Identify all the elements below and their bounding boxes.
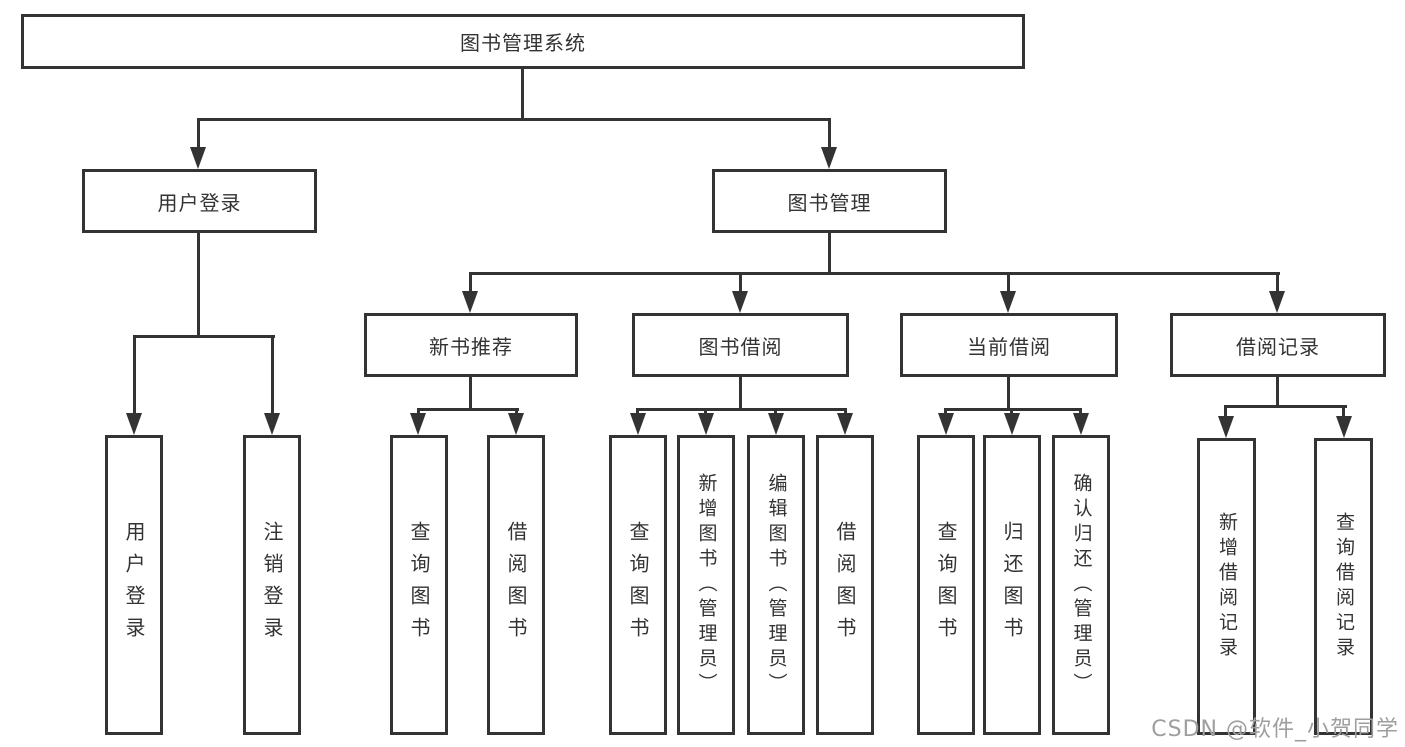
arrow-to-leaf-query-book-current [938, 413, 954, 435]
connector-stem-leaf [844, 408, 847, 416]
arrow-to-leaf-logout [264, 413, 280, 435]
leaf-label: 新增借阅记录 [1216, 511, 1238, 662]
node-label: 借阅记录 [1236, 334, 1320, 359]
arrow-to-current-borrow [1000, 291, 1016, 313]
leaf-label: 编辑图书（管理员） [765, 472, 788, 698]
connector-user-login-hline [133, 335, 275, 338]
leaf-label: 查询图书 [934, 521, 958, 649]
connector-stem-leaf [271, 335, 274, 414]
arrow-to-leaf-user-login [126, 413, 142, 435]
arrow-to-leaf-edit-book-admin [768, 413, 784, 435]
leaf-label: 注销登录 [260, 521, 284, 649]
connector-stem-leaf [1010, 408, 1013, 416]
leaf-label: 归还图书 [1000, 521, 1024, 649]
arrow-to-borrow-record [1269, 291, 1285, 313]
node-label: 当前借阅 [967, 334, 1051, 359]
connector-stem-borrow-record [1276, 272, 1279, 292]
node-user-login: 用户登录 [82, 169, 317, 233]
connector-stem-book-management [828, 118, 831, 151]
node-root: 图书管理系统 [21, 14, 1025, 69]
node-book-borrow: 图书借阅 [632, 313, 849, 377]
arrow-to-user-login [190, 147, 206, 169]
leaf-label: 借阅图书 [504, 521, 528, 649]
connector-stem-leaf [1079, 408, 1082, 416]
leaf-return-book: 归还图书 [983, 435, 1041, 735]
connector-current-borrow-hline [944, 408, 1082, 411]
arrow-to-book-management [821, 147, 837, 169]
connector-book-borrow-hline [636, 408, 847, 411]
leaf-label: 查询借阅记录 [1333, 511, 1355, 662]
connector-stem-leaf [636, 408, 639, 416]
connector-borrow-record-stem [1276, 377, 1279, 406]
leaf-add-book-admin: 新增图书（管理员） [677, 435, 735, 735]
node-label: 用户登录 [157, 190, 242, 215]
arrow-to-leaf-borrow-book-recommend [508, 413, 524, 435]
node-label: 图书管理 [787, 190, 872, 215]
leaf-add-borrow-record: 新增借阅记录 [1197, 438, 1256, 735]
arrow-to-new-book-recommend [462, 291, 478, 313]
connector-user-login-stem [197, 233, 200, 335]
node-root-label: 图书管理系统 [460, 31, 586, 55]
leaf-logout: 注销登录 [243, 435, 301, 735]
leaf-edit-book-admin: 编辑图书（管理员） [747, 435, 805, 735]
arrow-to-leaf-add-book-admin [698, 413, 714, 435]
connector-stem-new-book [469, 272, 472, 292]
connector-stem-book-borrow [739, 272, 742, 292]
connector-current-borrow-stem [1007, 377, 1010, 409]
node-label: 新书推荐 [429, 334, 513, 359]
arrow-to-leaf-query-book-recommend [410, 413, 426, 435]
watermark: CSDN @软件_小贺同学 [1151, 717, 1399, 742]
leaf-label: 借阅图书 [833, 521, 857, 649]
node-new-book-recommend: 新书推荐 [364, 313, 578, 377]
leaf-label: 新增图书（管理员） [695, 472, 718, 698]
node-borrow-record: 借阅记录 [1170, 313, 1386, 377]
connector-stem-leaf [417, 408, 420, 416]
connector-new-book-stem [469, 377, 472, 409]
arrow-to-leaf-confirm-return-admin [1073, 413, 1089, 435]
connector-borrow-record-hline [1224, 405, 1347, 408]
arrow-to-leaf-query-book-borrow [630, 413, 646, 435]
arrow-to-leaf-borrow-book [837, 413, 853, 435]
connector-book-management-stem [828, 233, 831, 274]
node-current-borrow: 当前借阅 [900, 313, 1118, 377]
leaf-label: 查询图书 [626, 521, 650, 649]
connector-root-hline [197, 118, 831, 121]
leaf-query-borrow-record: 查询借阅记录 [1314, 438, 1373, 735]
leaf-label: 确认归还（管理员） [1070, 472, 1093, 698]
connector-book-management-hline [469, 272, 1280, 275]
leaf-label: 用户登录 [122, 521, 146, 649]
connector-stem-current-borrow [1007, 272, 1010, 292]
connector-stem-leaf [133, 335, 136, 414]
leaf-borrow-book: 借阅图书 [816, 435, 874, 735]
arrow-to-book-borrow [732, 291, 748, 313]
connector-book-borrow-stem [739, 377, 742, 409]
connector-root-stem [521, 69, 524, 118]
connector-stem-user-login [197, 118, 200, 151]
leaf-user-login: 用户登录 [105, 435, 163, 735]
leaf-query-book-borrow: 查询图书 [609, 435, 667, 735]
connector-stem-leaf [1342, 405, 1345, 416]
arrow-to-leaf-add-borrow-record [1218, 416, 1234, 438]
leaf-confirm-return-admin: 确认归还（管理员） [1052, 435, 1110, 735]
connector-stem-leaf [704, 408, 707, 416]
connector-stem-leaf [1224, 405, 1227, 416]
arrow-to-leaf-query-borrow-record [1336, 416, 1352, 438]
connector-stem-leaf [944, 408, 947, 416]
leaf-query-book-recommend: 查询图书 [390, 435, 448, 735]
node-book-management: 图书管理 [712, 169, 947, 233]
connector-new-book-hline [417, 408, 519, 411]
leaf-borrow-book-recommend: 借阅图书 [487, 435, 545, 735]
leaf-query-book-current: 查询图书 [917, 435, 975, 735]
connector-stem-leaf [774, 408, 777, 416]
leaf-label: 查询图书 [407, 521, 431, 649]
connector-stem-leaf [515, 408, 518, 416]
arrow-to-leaf-return-book [1004, 413, 1020, 435]
node-label: 图书借阅 [698, 334, 783, 359]
